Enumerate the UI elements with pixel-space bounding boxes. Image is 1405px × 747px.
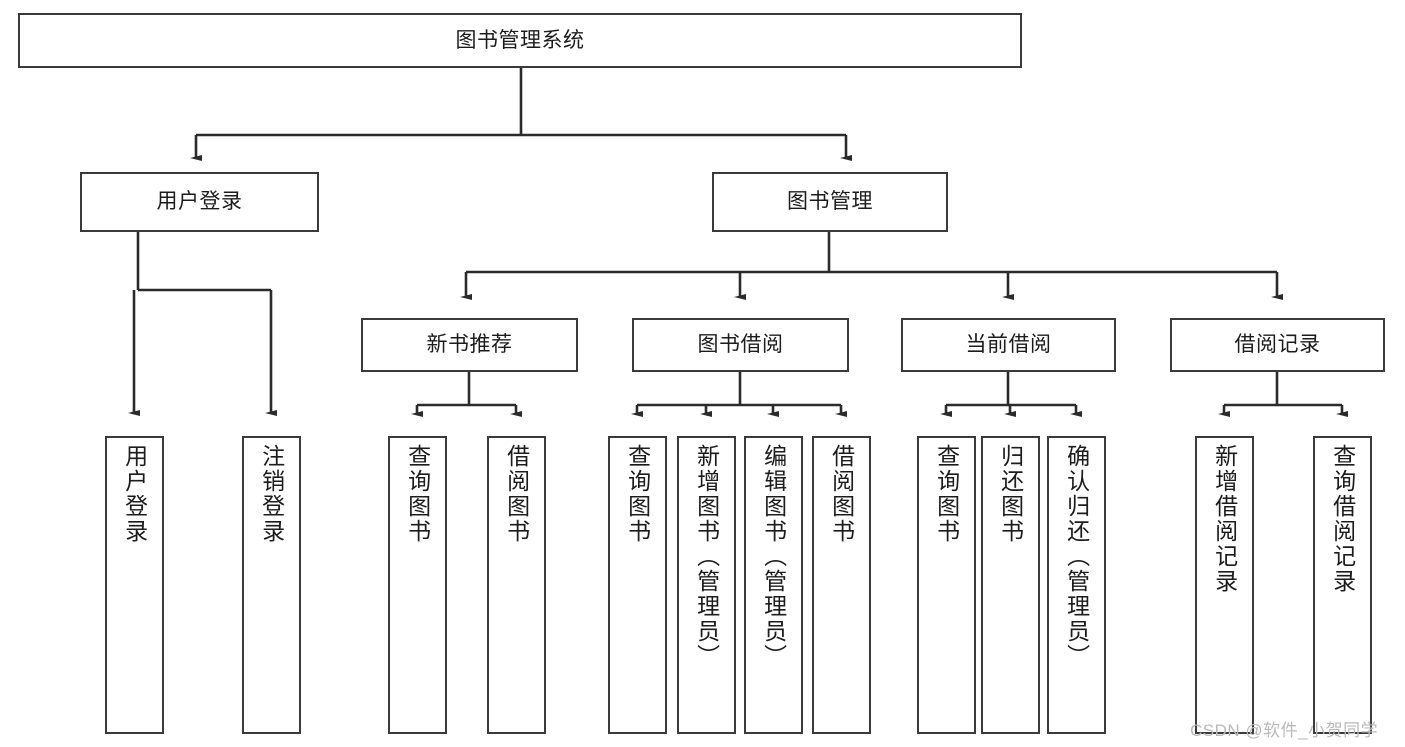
leaf-return-book[interactable]: 归还图书 [981,436,1040,734]
node-label: 查询图书 [624,444,651,544]
leaf-query-book-borrow[interactable]: 查询图书 [608,436,667,734]
watermark: CSDN @软件_小贺同学 [1190,721,1379,740]
node-label: 用户登录 [121,444,148,544]
node-label: 注销登录 [258,444,285,544]
node-label: 借阅记录 [1234,333,1321,357]
leaf-borrow-book[interactable]: 借阅图书 [812,436,871,734]
node-label: 新书推荐 [426,333,513,357]
leaf-edit-book-admin[interactable]: 编辑图书（管理员） [744,436,803,734]
node-label: 查询图书 [933,444,960,544]
leaf-add-borrow-record[interactable]: 新增借阅记录 [1195,436,1254,734]
node-label: 借阅图书 [828,444,855,544]
leaf-query-book-recommend[interactable]: 查询图书 [388,436,447,734]
node-label: 当前借阅 [965,333,1052,357]
node-label: 归还图书 [997,444,1024,544]
node-root[interactable]: 图书管理系统 [18,13,1022,68]
leaf-confirm-return-admin[interactable]: 确认归还（管理员） [1047,436,1106,734]
node-label: 编辑图书（管理员） [760,444,787,669]
node-user-login[interactable]: 用户登录 [80,172,319,232]
node-current-borrow[interactable]: 当前借阅 [901,318,1116,372]
leaf-query-book-current[interactable]: 查询图书 [917,436,976,734]
node-label: 新增借阅记录 [1211,444,1238,594]
leaf-user-logout[interactable]: 注销登录 [242,436,301,734]
node-new-book-recommend[interactable]: 新书推荐 [361,318,578,372]
node-label: 图书管理系统 [455,28,585,52]
node-borrow-records[interactable]: 借阅记录 [1170,318,1385,372]
node-book-borrow[interactable]: 图书借阅 [632,318,849,372]
node-label: 查询图书 [404,444,431,544]
node-label: 图书管理 [787,190,873,214]
node-label: 借阅图书 [503,444,530,544]
node-label: 图书借阅 [697,333,784,357]
leaf-user-login[interactable]: 用户登录 [105,436,164,734]
node-label: 确认归还（管理员） [1063,444,1090,669]
leaf-add-book-admin[interactable]: 新增图书（管理员） [677,436,736,734]
node-label: 用户登录 [156,190,243,214]
node-label: 新增图书（管理员） [693,444,720,669]
leaf-borrow-book-recommend[interactable]: 借阅图书 [487,436,546,734]
node-book-management[interactable]: 图书管理 [712,172,948,232]
leaf-query-borrow-record[interactable]: 查询借阅记录 [1313,436,1372,734]
node-label: 查询借阅记录 [1329,444,1356,594]
